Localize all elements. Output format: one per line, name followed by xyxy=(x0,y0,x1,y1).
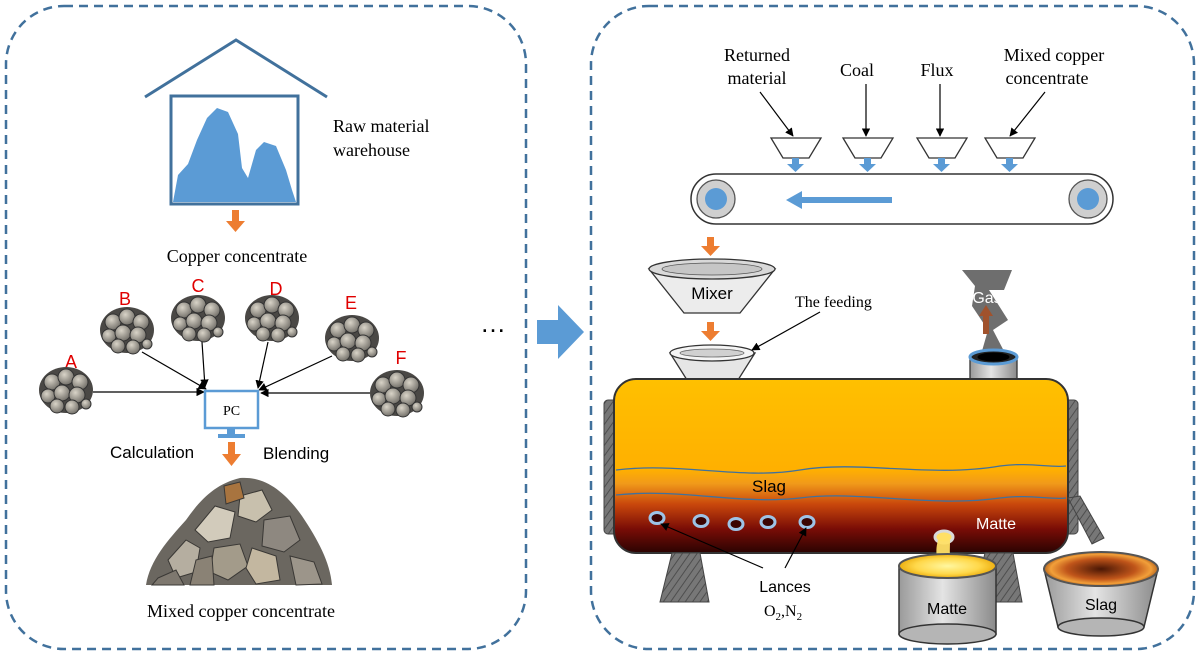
feed-returned-label-line2: material xyxy=(728,68,787,88)
rock-pile-f xyxy=(369,369,425,418)
rock-pile-e xyxy=(324,314,380,363)
left-panel-border xyxy=(4,4,528,651)
slag-layer-label: Slag xyxy=(752,477,786,496)
feed-coal-label: Coal xyxy=(840,60,874,80)
feed-label-arrows xyxy=(759,84,1046,137)
ellipsis: … xyxy=(480,308,506,338)
lance-arrows xyxy=(660,523,807,569)
lance-nozzles xyxy=(648,511,816,531)
matte-ladle-icon xyxy=(898,553,997,645)
matte-layer-label: Matte xyxy=(976,516,1016,533)
bin-label-a: A xyxy=(65,352,77,372)
furnace-body xyxy=(613,378,1069,554)
mixer-icon xyxy=(647,258,777,314)
rock-pile-c xyxy=(170,294,226,343)
mixer-label: Mixer xyxy=(691,284,733,303)
rock-pile-a xyxy=(38,366,94,415)
conveyor-belt xyxy=(690,173,1114,225)
bin-label-f: F xyxy=(396,348,407,368)
rock-pile-d xyxy=(244,294,300,343)
warehouse-label-line2: warehouse xyxy=(333,140,410,160)
matte-ladle-label: Matte xyxy=(927,601,967,618)
slag-ladle-icon xyxy=(1043,551,1159,637)
feeding-funnel-icon xyxy=(668,344,757,381)
blending-label: Blending xyxy=(263,444,329,463)
the-feeding-arrow xyxy=(751,311,821,351)
slag-spout xyxy=(1067,495,1105,545)
feed-mixed-label-line1: Mixed copper xyxy=(1004,45,1104,65)
feed-mixed-label-line2: concentrate xyxy=(1006,68,1089,88)
orange-arrow-pc xyxy=(222,442,241,466)
rock-pile-b xyxy=(99,306,155,355)
gas-label: Gas xyxy=(972,290,1001,307)
orange-arrow-warehouse xyxy=(226,210,245,232)
pc-monitor-icon xyxy=(203,389,260,438)
bin-label-b: B xyxy=(119,289,131,309)
transition-arrow-icon xyxy=(537,305,584,359)
pile-to-pc-arrows xyxy=(93,341,370,398)
bin-label-c: C xyxy=(192,276,205,296)
mixed-concentrate-pile-image xyxy=(146,477,332,586)
mixed-copper-concentrate-label: Mixed copper concentrate xyxy=(147,601,335,621)
gas-outlet-icon xyxy=(962,270,1019,382)
calculation-label: Calculation xyxy=(110,443,194,462)
copper-concentrate-label: Copper concentrate xyxy=(167,246,307,266)
pc-label: PC xyxy=(223,404,240,419)
feed-returned-label-line1: Returned xyxy=(724,45,790,65)
right-panel-border xyxy=(589,4,1196,651)
warehouse-label-line1: Raw material xyxy=(333,116,429,136)
lances-gas-label: O2,N2 xyxy=(764,603,802,623)
the-feeding-label: The feeding xyxy=(795,294,872,311)
bin-label-e: E xyxy=(345,293,357,313)
orange-arrow-to-feeder xyxy=(701,322,720,341)
slag-ladle-label: Slag xyxy=(1085,597,1117,614)
feed-flux-label: Flux xyxy=(920,60,953,80)
lances-label: Lances xyxy=(759,579,811,596)
orange-arrow-to-mixer xyxy=(701,237,720,256)
feed-hoppers xyxy=(769,137,1037,172)
bin-label-d: D xyxy=(270,279,283,299)
warehouse-icon xyxy=(144,38,328,206)
